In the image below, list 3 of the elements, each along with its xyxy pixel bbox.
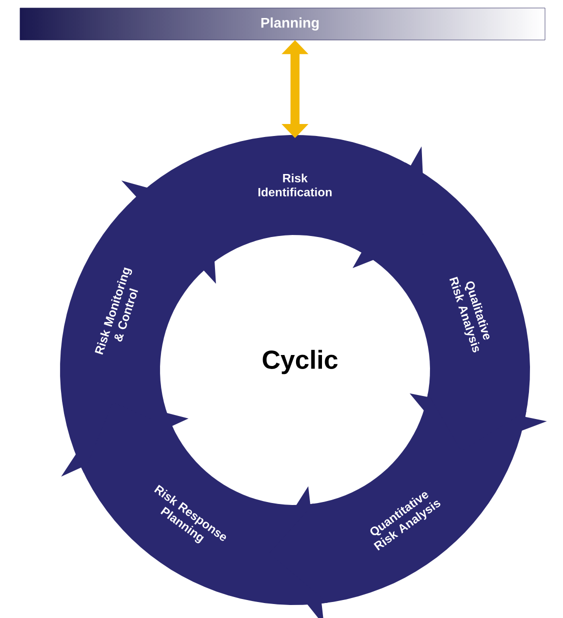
planning-bar: Planning xyxy=(20,8,546,40)
node-label: Risk Identification xyxy=(258,174,332,196)
center-label: Cyclic xyxy=(262,350,338,374)
